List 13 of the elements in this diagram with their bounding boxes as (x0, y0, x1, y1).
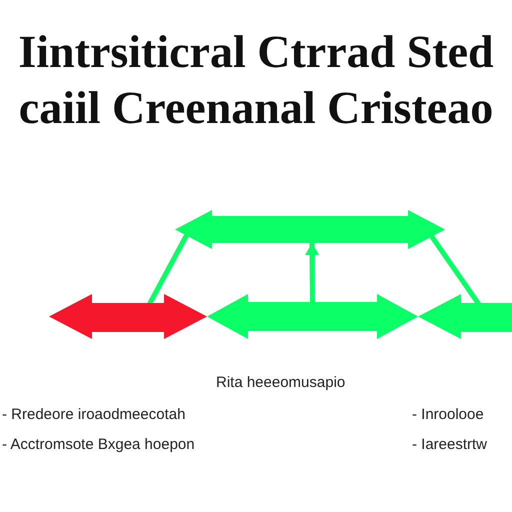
arrow (305, 240, 320, 304)
connector-line (430, 234, 480, 306)
connector-line (147, 234, 189, 306)
list-item: - Acctromsote Bxgea hoepon (2, 436, 195, 454)
list-item: - Inroolooe (412, 406, 484, 424)
double-arrow (207, 294, 418, 339)
list-item: - Iareestrtw (412, 436, 488, 454)
double-arrow (175, 210, 445, 249)
arrow-shape (418, 294, 512, 339)
list-item: - Rredeore iroaodmeecotah (2, 406, 186, 424)
title: Iintrsiticral Ctrrad Sted caiil Creenanal Cristeao (17, 25, 495, 135)
double-arrow (49, 294, 207, 339)
subheading: Rita heeeomusapio (216, 374, 346, 392)
